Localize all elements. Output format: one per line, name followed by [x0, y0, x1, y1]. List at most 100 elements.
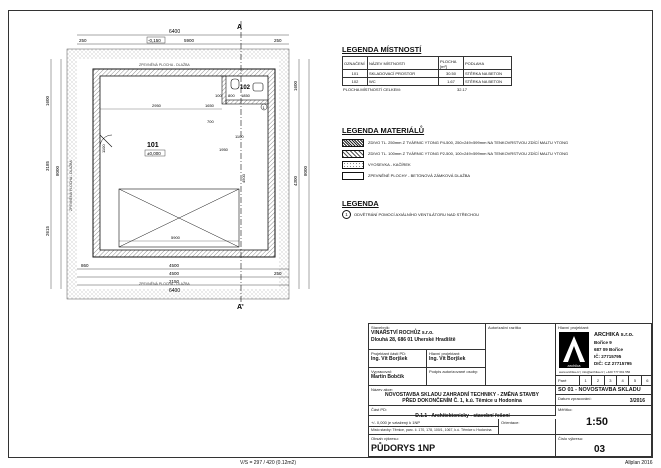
investor-cell: Stavebník: VINAŘSTVÍ ROCHŮZ s.r.o. Dlouh…: [369, 324, 486, 350]
section-mark-bottom: A': [237, 304, 244, 311]
entry-area: [118, 188, 240, 248]
company-logo: archika: [559, 332, 589, 368]
paving-label-left: ZPEVNĚNÁ PLOCHA - DLAŽBA: [68, 160, 73, 211]
date-value: 3/2016: [629, 398, 645, 404]
set-cell: SO 01 - NOVOSTAVBA SKLADU: [556, 386, 653, 395]
list-item: VYOSEVKA - KAČÍREK: [342, 159, 642, 170]
section-mark-top: A: [237, 24, 242, 31]
dim-inner-1: 2950: [152, 103, 162, 108]
legend-rooms-header: OZNAČENÍ NÁZEV MÍSTNOSTI PLOCHA [m²] POD…: [342, 56, 512, 70]
dim-inner-3: 1850: [241, 93, 251, 98]
swatch-paving: [342, 171, 364, 180]
drawing-name-cell: Obsah výkresu: PŮDORYS 1NP: [369, 435, 556, 457]
swatch-wall-250: [342, 138, 364, 147]
table-row: 102 WC 1.67 STĚRKA NA BETON: [342, 78, 512, 86]
company-contact: www.archika.cz | info@archika.cz | +420 …: [559, 370, 631, 374]
dim-inner-4: 800: [228, 93, 235, 98]
investor-address: Dlouhá 28, 686 01 Uherské Hradiště: [371, 337, 456, 343]
room-101-level: ±0,000: [147, 151, 161, 156]
dim-top-mid: 5900: [184, 38, 195, 43]
part-name-cell: D.1.1 - Architektonicky - stavební řešen…: [415, 413, 510, 419]
vent-marker: [260, 103, 268, 111]
door-swing: [99, 134, 113, 148]
dim-top-overall: 6400: [169, 29, 180, 35]
project-name-cell: Název akce: NOVOSTAVBA SKLADU ZAHRADNÍ T…: [369, 386, 556, 406]
project-name-line1: NOVOSTAVBA SKLADU ZAHRADNÍ TECHNIKY - ZM…: [385, 392, 539, 398]
dim-left-1: 1600: [45, 95, 50, 106]
dim-bottom-5: 2150: [169, 279, 180, 284]
investor-name: VINAŘSTVÍ ROCHŮZ s.r.o.: [371, 330, 434, 336]
dim-inner-2: 1650: [205, 103, 215, 108]
dim-inner-5: 100: [215, 93, 222, 98]
level-note-cell: +/- 0,000 je vztažený k 1NP: [369, 419, 499, 427]
main-project-cell: Hlavní projektant: Ing. Vít Borjšek: [427, 350, 486, 368]
dim-top-left: 250: [79, 38, 87, 43]
legend-other-item: 1 ODVĚTRÁNÍ POMOCÍ AXIÁLNÍHO VENTILÁTORU…: [342, 210, 479, 219]
header-room-name: NÁZEV MÍSTNOSTI: [368, 57, 439, 69]
set-label: SO 01 - NOVOSTAVBA SKLADU: [558, 387, 641, 393]
authorized-cell: Podpis autorizované osoby:: [427, 368, 486, 386]
dim-right-overall: 8000: [303, 165, 308, 176]
legend-rooms-total: PLOCHA MÍSTNOSTÍ CELKEM: 32.17: [343, 87, 468, 92]
wc-fixture: [230, 78, 240, 90]
dim-inner-8: 4500: [241, 173, 246, 183]
partial-project-cell: Projektant části PD: Ing. Vít Borjšek: [369, 350, 427, 368]
dim-left-overall: 8000: [55, 165, 60, 176]
header-floor: PODLAHA: [465, 61, 485, 66]
paving-label-top: ZPEVNĚNÁ PLOCHA - DLAŽBA: [139, 62, 190, 67]
dim-right-1: 1600: [293, 80, 298, 91]
title-block: Stavebník: VINAŘSTVÍ ROCHŮZ s.r.o. Dlouh…: [368, 323, 653, 457]
floor-plan: A A' 6400 250 5900 250 -0,150 860 4500 4…: [45, 21, 310, 311]
list-item: ZPEVNĚNÉ PLOCHY - BETONOVÁ ZÁMKOVÁ DLAŽB…: [342, 170, 642, 181]
orientation-cell: Orientace:: [499, 419, 556, 435]
scale-cell: Měřítko: 1:50: [556, 406, 653, 435]
legend-rooms-table: OZNAČENÍ NÁZEV MÍSTNOSTI PLOCHA [m²] POD…: [342, 56, 512, 94]
legend-rooms-title: LEGENDA MÍSTNOSTÍ: [342, 45, 422, 54]
dim-right-2: 4300: [293, 175, 298, 186]
dim-inner-7: 1950: [219, 147, 229, 152]
part-cell: Část PD:: [369, 406, 556, 416]
vent-legend-marker: 1: [342, 210, 351, 219]
place-note-cell: Místo stavby: Těmice, parc. č. 170, 178,…: [369, 427, 499, 435]
dim-inner-10: 700: [207, 119, 214, 124]
header-mark: OZNAČENÍ: [343, 57, 368, 69]
sheet-number: 03: [594, 444, 606, 455]
list-item: ZDIVO TL. 250mm Z TVÁRNIC YTONG P4-500, …: [342, 137, 642, 148]
list-item: ZDIVO TL. 100mm Z TVÁRNIC YTONG P2-500, …: [342, 148, 642, 159]
vent-marker-label: 1: [263, 105, 266, 110]
drawn-by-cell: Vypracoval: Martin Bobčík: [369, 368, 427, 386]
project-name-line2: PŘED DOKONČENÍM Č. 1, k.ú. Těmice u Hodo…: [402, 398, 522, 404]
logo-text: archika: [567, 363, 581, 368]
dim-inner-6: 1100: [235, 134, 244, 139]
stamp-cell: Autorizační razítko: [486, 324, 556, 386]
dim-bottom-2: 4500: [169, 263, 180, 268]
sink-fixture: [252, 82, 264, 92]
drawing-name: PŮDORYS 1NP: [371, 443, 436, 453]
legend-materials-title: LEGENDA MATERIÁLŮ: [342, 126, 425, 135]
sheet-number-cell: Číslo výkresu: 03: [558, 436, 606, 455]
scale-value: 1:50: [586, 416, 609, 428]
swatch-wall-100: [342, 149, 364, 158]
header-area: PLOCHA [m²]: [439, 57, 464, 69]
level-top: -0,150: [148, 38, 161, 43]
paving-label-bottom: ZPEVNĚNÁ PLOCHA - DLAŽBA: [139, 281, 190, 286]
company-name: ARCHIKA s.r.o.: [594, 332, 634, 338]
room-102-label: 102: [240, 85, 251, 91]
company-cell: Hlavní projektant: archika ARCHIKA s.r.o…: [556, 324, 653, 376]
footer-software: Allplan 2016: [625, 460, 653, 466]
dim-bottom-1: 860: [81, 263, 89, 268]
dim-bottom-overall: 6400: [169, 288, 180, 294]
dim-bottom-4: 250: [274, 271, 282, 276]
dim-left-3: 2615: [45, 225, 50, 236]
swatch-gravel: [342, 160, 364, 169]
date-cell: Datum zpracování: 3/2016: [556, 395, 653, 406]
dim-inner-11: 1100: [101, 144, 106, 153]
room-101-label: 101: [147, 142, 159, 149]
drawing-sheet: A A' 6400 250 5900 250 -0,150 860 4500 4…: [8, 10, 653, 458]
table-row: 101 SKLADOVACÍ PROSTOR 30.50 STĚRKA NA B…: [342, 70, 512, 78]
room-102-wall: [221, 75, 227, 105]
dim-top-right: 250: [274, 38, 282, 43]
legend-other-title: LEGENDA: [342, 199, 379, 208]
page-row: Paré 1 2 3 4 5 6: [556, 376, 653, 386]
dim-left-2: 3185: [45, 160, 50, 171]
